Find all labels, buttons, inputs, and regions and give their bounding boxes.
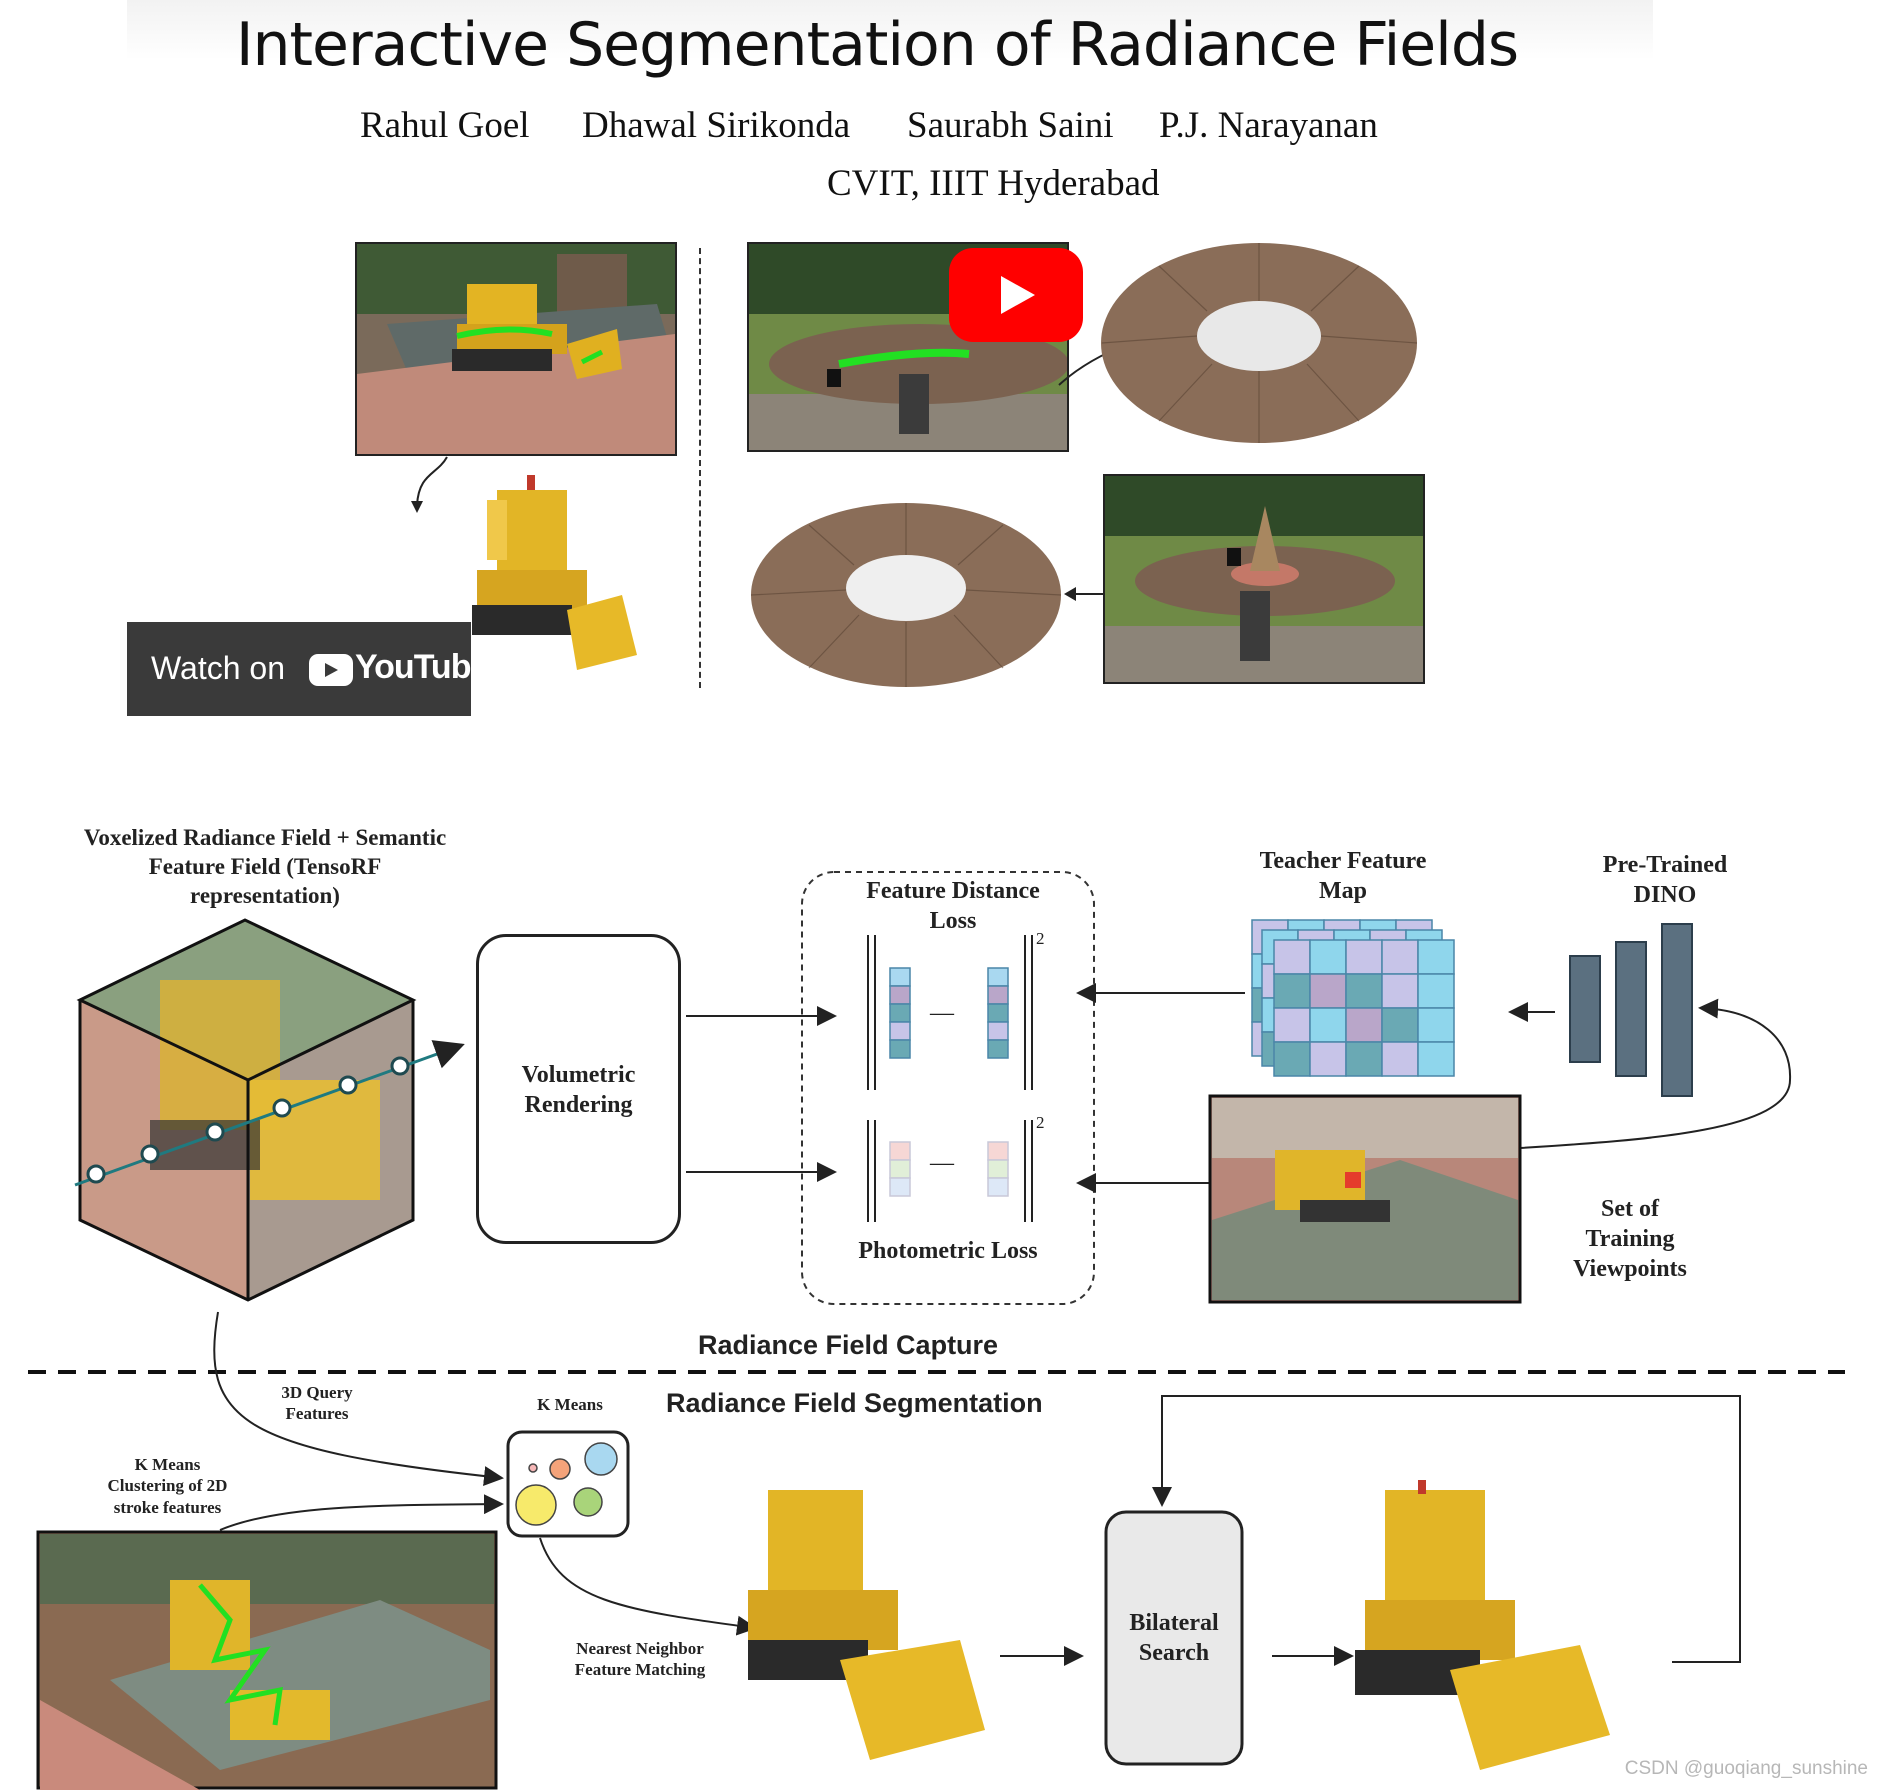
watch-on-label: Watch on <box>151 650 285 686</box>
volumetric-rendering-label: Volumetric Rendering <box>521 1062 636 1118</box>
play-icon <box>1001 276 1035 314</box>
loss-box <box>801 871 1095 1305</box>
video-title: Interactive Segmentation of Radiance Fie… <box>235 10 1519 80</box>
bilateral-search-label: Bilateral Search <box>1129 1610 1219 1666</box>
author-2: Dhawal Sirikonda <box>582 105 851 146</box>
author-3: Saurabh Saini <box>907 105 1114 146</box>
k-means-label: K Means <box>537 1395 603 1414</box>
watermark: CSDN @guoqiang_sunshine <box>1624 1758 1868 1779</box>
nearest-neighbor-label: Nearest Neighbor Feature Matching <box>574 1639 706 1680</box>
dino-network-icon <box>1569 923 1693 1097</box>
table-removed-image <box>750 503 1062 687</box>
bilateral-search-box <box>1104 1510 1244 1766</box>
minus-sign-1: — <box>930 1000 954 1026</box>
video-thumbnail[interactable]: Interactive Segmentation of Radiance Fie… <box>127 0 1653 716</box>
minus-sign-2: — <box>930 1150 954 1176</box>
teacher-feature-map <box>1251 919 1455 1077</box>
youtube-play-button[interactable] <box>949 248 1083 342</box>
segmented-bulldozer-2 <box>1355 1480 1610 1770</box>
training-viewpoints-label: Set of Training Viewpoints <box>1573 1196 1687 1282</box>
segmented-bulldozer-1 <box>748 1490 985 1760</box>
k-means-clustering-label: K Means Clustering of 2D stroke features <box>107 1455 228 1517</box>
garden-table-sculpture-photo <box>1103 474 1425 684</box>
bulldozer-stroke-photo <box>355 242 677 456</box>
stroke-input-photo <box>36 1530 498 1790</box>
norm-exponent-2: 2 <box>1036 1113 1045 1132</box>
segmentation-section-title: Radiance Field Segmentation <box>666 1388 1043 1418</box>
teacher-feature-map-label: Teacher Feature Map <box>1259 848 1427 904</box>
volumetric-rendering-box <box>476 934 681 1244</box>
voxel-cube <box>74 918 465 1302</box>
training-viewpoint-photo <box>1208 1094 1522 1304</box>
divider <box>699 248 701 688</box>
affiliation: CVIT, IIIT Hyderabad <box>827 163 1160 204</box>
photometric-loss-label: Photometric Loss <box>858 1238 1038 1264</box>
feature-distance-loss-label: Feature Distance Loss <box>866 878 1040 934</box>
query-features-label: 3D Query Features <box>281 1383 353 1424</box>
youtube-wordmark: YouTube <box>355 648 489 686</box>
arrow-down-icon <box>411 456 448 513</box>
pretrained-dino-label: Pre-Trained DINO <box>1602 852 1728 908</box>
author-1: Rahul Goel <box>360 105 530 146</box>
voxel-field-label: Voxelized Radiance Field + Semantic Feat… <box>83 825 447 908</box>
norm-exponent-1: 2 <box>1036 929 1045 948</box>
capture-section-title: Radiance Field Capture <box>698 1330 999 1360</box>
youtube-logo-icon <box>309 654 353 686</box>
watch-on-youtube-button[interactable]: Watch on YouTube <box>127 622 489 716</box>
author-4: P.J. Narayanan <box>1159 105 1378 146</box>
segmented-table-image <box>1101 243 1418 443</box>
segmented-bulldozer-image <box>472 475 637 670</box>
